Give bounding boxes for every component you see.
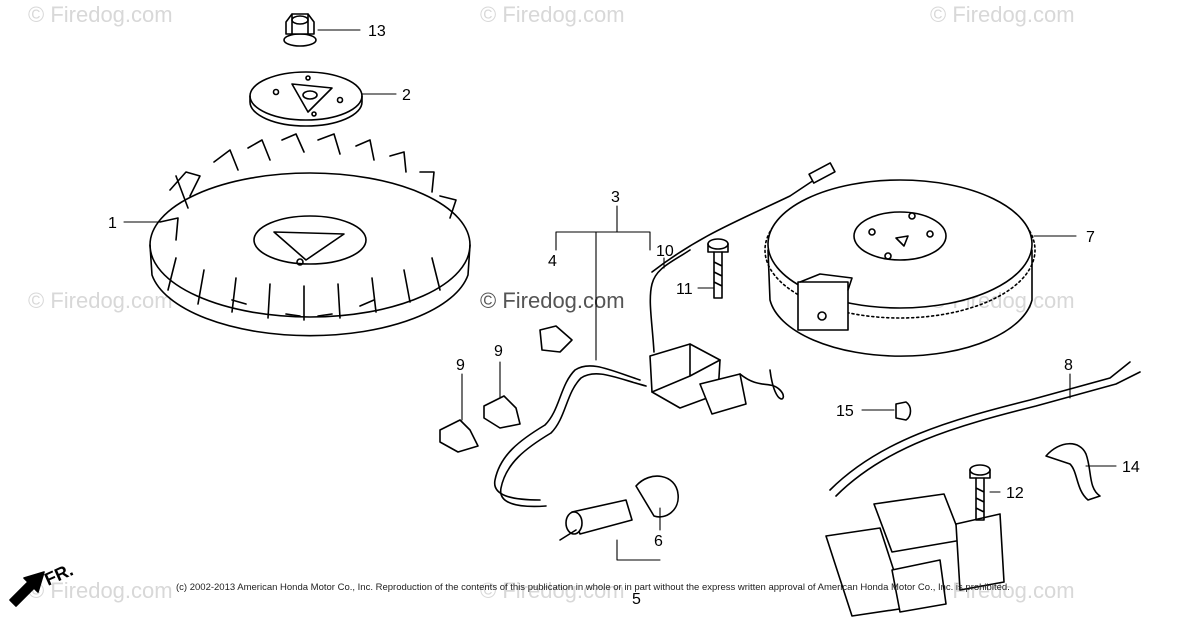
watermark: © Firedog.com <box>28 578 173 603</box>
cable-clamp-part <box>1045 442 1101 501</box>
plug-part <box>895 401 912 421</box>
watermark: © Firedog.com <box>480 2 625 27</box>
flywheel-part <box>149 133 471 337</box>
leader-lines <box>123 29 1117 561</box>
bolt-part-12 <box>969 464 991 521</box>
callout-5: 5 <box>632 591 641 608</box>
spacer-part <box>539 325 573 353</box>
callout-9-right: 9 <box>494 343 503 360</box>
watermark: © Firedog.com <box>930 2 1075 27</box>
lead-wire-part <box>651 162 836 273</box>
callout-2: 2 <box>402 87 411 104</box>
callout-13: 13 <box>368 23 386 40</box>
callout-11: 11 <box>676 281 693 298</box>
callout-10: 10 <box>656 243 674 260</box>
bolt-part-11 <box>707 238 729 299</box>
front-arrow-icon <box>9 571 45 607</box>
callout-7: 7 <box>1086 229 1095 246</box>
callout-12: 12 <box>1006 485 1024 502</box>
callout-14: 14 <box>1122 459 1140 476</box>
callout-3: 3 <box>611 189 620 206</box>
callout-4: 4 <box>548 253 557 270</box>
charge-coil-part <box>825 361 1141 617</box>
front-direction-label: FR. <box>41 560 76 590</box>
callout-6: 6 <box>654 533 663 550</box>
wire-clip-part <box>439 395 521 453</box>
watermark: © Firedog.com <box>28 2 173 27</box>
starter-pulley-part <box>249 71 363 127</box>
callout-1: 1 <box>108 215 117 232</box>
center-watermark: © Firedog.com <box>480 288 625 313</box>
callout-15: 15 <box>836 403 854 420</box>
watermark: © Firedog.com <box>480 578 625 603</box>
callout-9-left: 9 <box>456 357 465 374</box>
watermark: © Firedog.com <box>28 288 173 313</box>
flange-nut-part <box>283 13 317 47</box>
callout-8: 8 <box>1064 357 1073 374</box>
ignition-coil-part <box>494 249 785 508</box>
plug-cap-part <box>559 475 679 541</box>
copyright-notice: (c) 2002-2013 American Honda Motor Co., … <box>176 582 1010 593</box>
rotor-housing-part <box>764 179 1036 357</box>
